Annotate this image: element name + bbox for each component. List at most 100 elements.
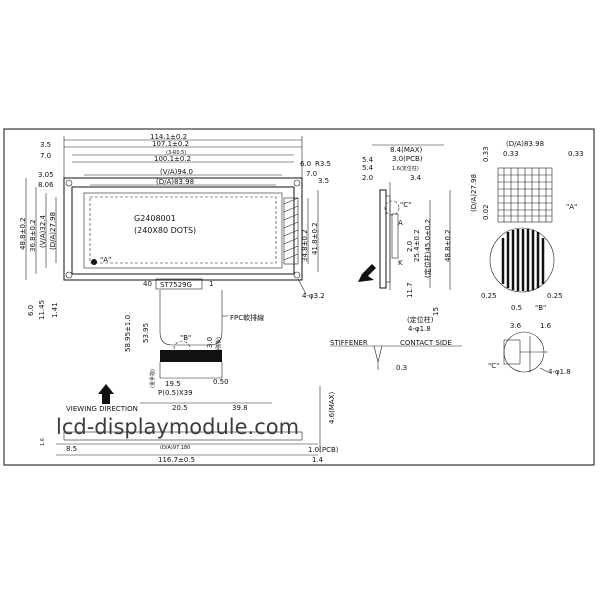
mount-hole: [293, 271, 301, 279]
dim-text: P(0.5)X39: [158, 389, 193, 397]
post-note: (定位柱): [407, 315, 434, 324]
dim-text: 5.4: [362, 156, 374, 164]
fpc-contacts: [160, 350, 222, 362]
side-bezel: [385, 195, 391, 283]
dim-text: 53.95: [142, 323, 150, 343]
detail-c-circle: [384, 200, 400, 216]
dim-text: 48.8±0.2: [444, 229, 452, 262]
dim-text: 100.1±0.2: [154, 155, 191, 163]
fpc-side-note2: (金手指): [149, 369, 156, 388]
dim-text: 8.4(MAX): [390, 146, 422, 154]
dim-text: 0.25: [481, 292, 497, 300]
dim-text: 2.0: [406, 241, 414, 252]
dim-text: 25.4±0.2: [413, 229, 421, 262]
dim-text: 1.6(定位柱): [392, 165, 419, 172]
dim-text: 11.45: [38, 300, 46, 320]
point-a-side: A: [398, 219, 403, 227]
watermark-text: lcd-displaymodule.com: [56, 415, 299, 439]
dim-text: 1.41: [51, 302, 59, 318]
viewing-arrow-icon: [98, 384, 114, 404]
detail-c: 3.6 1.6 "C" 4-φ1.8: [488, 322, 571, 376]
bottom-outline: [63, 431, 303, 441]
hatch-area: [283, 197, 299, 265]
dim-text: 3.6: [510, 322, 522, 330]
dim-text: 5.4: [362, 164, 374, 172]
dim-text: 1.0(PCB): [308, 446, 339, 454]
dim-text: 2.0: [362, 174, 373, 182]
dim-text: (D/A)97.180: [160, 445, 190, 451]
mount-hole: [65, 271, 73, 279]
active-area: [89, 196, 277, 264]
pixel-grid: [497, 167, 553, 223]
ic-label: ST7529G: [160, 281, 192, 289]
mount-hole: [65, 179, 73, 187]
dim-text: 19.5: [165, 380, 181, 388]
detail-c-label: "C": [488, 362, 499, 370]
dim-text: 4.6(MAX): [328, 392, 336, 424]
detail-b-label: "B": [535, 304, 546, 312]
mount-hole: [293, 179, 301, 187]
dim-text: 6.0: [300, 160, 311, 168]
dim-text: (D/A)27.98: [49, 212, 57, 250]
fpc-tail: [159, 290, 223, 379]
dim-text: 1.6: [40, 438, 46, 446]
dot-count: (240X80 DOTS): [134, 226, 196, 235]
dim-text: 0.33: [503, 150, 519, 158]
stiffener-dim: 0.3: [396, 364, 407, 372]
dim-text: 0.33: [482, 146, 490, 162]
dim-text: 0.25: [547, 292, 563, 300]
dim-text: 3.0: [206, 337, 214, 348]
bezel-outline: [71, 186, 295, 275]
contact-side-label: CONTACT SIDE: [400, 339, 452, 347]
dim-text: 114.1±0.2: [150, 133, 187, 141]
dim-text: 36.8±0.2: [29, 219, 37, 252]
viewing-direction-label: VIEWING DIRECTION: [66, 405, 138, 413]
dim-text: (D/A)27.98: [470, 174, 478, 212]
dim-text: 3.5: [40, 141, 51, 149]
detail-a-label: "A": [566, 203, 577, 211]
dim-text: (3-R0.5): [166, 150, 186, 156]
stiffener-label: STIFFENER: [330, 339, 368, 347]
dim-text: 8.5: [66, 445, 77, 453]
dim-text: 3.0(PCB): [392, 155, 423, 163]
point-k-side: K: [398, 259, 403, 267]
bottom-view: 8.5 (D/A)97.180 116.7±0.5 1.6 4.6(MAX) 1…: [40, 386, 339, 464]
dim-text: 0.33: [568, 150, 584, 158]
dim-text: 7.0: [40, 152, 51, 160]
dim-text: 0.02: [482, 204, 490, 220]
model-number: G2408001: [134, 214, 176, 223]
dim-text: 1.4: [312, 456, 324, 464]
dim-text: 15: [432, 307, 440, 316]
viewing-area: [83, 192, 283, 269]
dim-text: 58.95±1.0: [124, 315, 132, 352]
dim-text: 6.0: [27, 305, 35, 316]
point-a-label: "A": [100, 256, 111, 264]
dim-text: 39.8: [232, 404, 248, 412]
dim-text: 0.50: [213, 378, 229, 386]
dim-text: 107.1±0.2: [152, 140, 189, 148]
detail-b: 0.25 0.5 0.25 "B": [481, 227, 563, 312]
pin-last: 1: [209, 280, 213, 288]
dim-text: 3.5: [318, 177, 329, 185]
pin-first: 40: [143, 280, 152, 288]
pcb-outline: [63, 177, 303, 281]
detail-a: (D/A)83.98 0.33 0.33 0.33 0.02 (D/A)27.9…: [470, 140, 584, 223]
dim-text: 7.0: [306, 170, 317, 178]
hole-note: 4-φ3.2: [302, 292, 325, 300]
point-b-label: "B": [180, 334, 191, 342]
point-a-marker: [91, 259, 97, 265]
dim-text: (D/A)83.98: [156, 178, 194, 186]
front-view: 114.1±0.2 107.1±0.2 100.1±0.2 (3-R0.5) (…: [19, 133, 331, 413]
dim-text: (V/A)32.4: [39, 214, 47, 248]
dim-text: 116.7±0.5: [158, 456, 195, 464]
dim-text: (V/A)94.0: [160, 168, 193, 176]
dim-text: 8.06: [38, 181, 54, 189]
dim-text: 0.5: [511, 304, 522, 312]
fpc-side-note: (補強板): [215, 337, 222, 356]
dim-text: 48.8±0.2: [19, 217, 27, 250]
dim-text: 41.8±0.2: [311, 222, 319, 255]
dim-text: (D/A)83.98: [506, 140, 544, 148]
dim-text: R3.5: [315, 160, 331, 168]
